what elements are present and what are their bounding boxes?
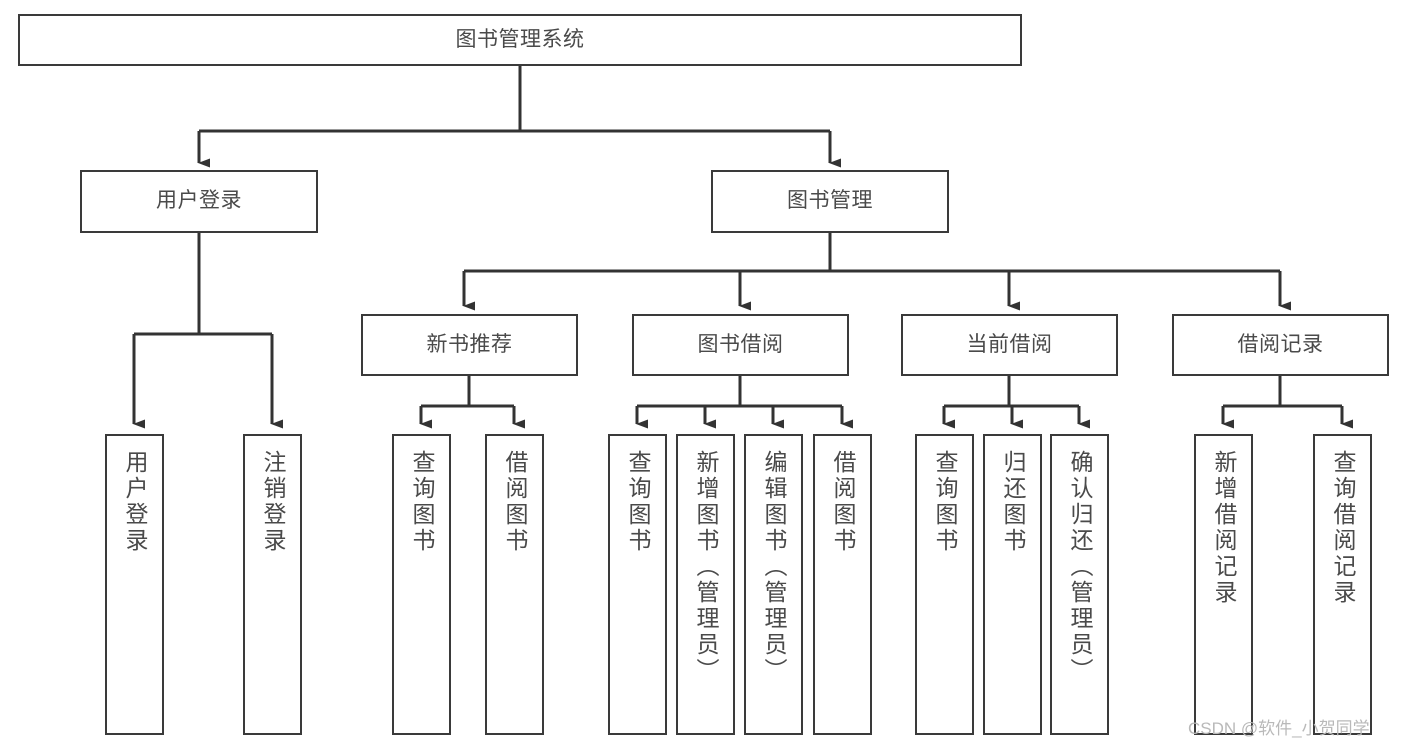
leaf-label-current-query-book: 查询图书 [932,450,958,554]
leaf-label-current-return-book: 归还图书 [1000,450,1026,554]
node-book-borrow[interactable]: 图书借阅 [632,314,849,376]
leaf-label-record-add: 新增借阅记录 [1211,450,1237,606]
node-borrow-record[interactable]: 借阅记录 [1172,314,1389,376]
leaf-record-add[interactable]: 新增借阅记录 [1194,434,1253,735]
node-label-root: 图书管理系统 [455,27,585,51]
leaf-new-book-borrow[interactable]: 借阅图书 [485,434,544,735]
leaf-label-borrow-edit-book: 编辑图书（管理员） [761,450,787,684]
node-user-login[interactable]: 用户登录 [80,170,318,233]
leaf-borrow-add-book[interactable]: 新增图书（管理员） [676,434,735,735]
leaf-label-new-book-borrow: 借阅图书 [502,450,528,554]
node-label-new-book-recommend: 新书推荐 [426,332,513,356]
leaf-label-current-confirm-return: 确认归还（管理员） [1067,450,1093,684]
leaf-user-login-login[interactable]: 用户登录 [105,434,164,735]
leaf-label-user-login-logout: 注销登录 [260,450,286,554]
leaf-borrow-query-book[interactable]: 查询图书 [608,434,667,735]
leaf-label-borrow-query-book: 查询图书 [625,450,651,554]
node-label-book-management: 图书管理 [787,189,873,213]
leaf-record-query[interactable]: 查询借阅记录 [1313,434,1372,735]
leaf-label-borrow-add-book: 新增图书（管理员） [693,450,719,684]
leaf-new-book-query[interactable]: 查询图书 [392,434,451,735]
leaf-current-confirm-return[interactable]: 确认归还（管理员） [1050,434,1109,735]
node-label-borrow-record: 借阅记录 [1237,332,1324,356]
leaf-label-borrow-borrow-book: 借阅图书 [830,450,856,554]
node-root-system[interactable]: 图书管理系统 [18,14,1022,66]
leaf-label-new-book-query: 查询图书 [409,450,435,554]
node-book-management[interactable]: 图书管理 [711,170,949,233]
leaf-current-query-book[interactable]: 查询图书 [915,434,974,735]
node-label-user-login: 用户登录 [156,189,242,213]
leaf-label-record-query: 查询借阅记录 [1330,450,1356,606]
node-label-current-borrow: 当前借阅 [966,332,1053,356]
leaf-current-return-book[interactable]: 归还图书 [983,434,1042,735]
node-current-borrow[interactable]: 当前借阅 [901,314,1118,376]
leaf-user-login-logout[interactable]: 注销登录 [243,434,302,735]
node-label-book-borrow: 图书借阅 [697,332,784,356]
watermark-text: CSDN @软件_小贺同学 [1188,719,1370,738]
leaf-borrow-edit-book[interactable]: 编辑图书（管理员） [744,434,803,735]
leaf-borrow-borrow-book[interactable]: 借阅图书 [813,434,872,735]
leaf-label-user-login-login: 用户登录 [122,450,148,554]
node-new-book-recommend[interactable]: 新书推荐 [361,314,578,376]
